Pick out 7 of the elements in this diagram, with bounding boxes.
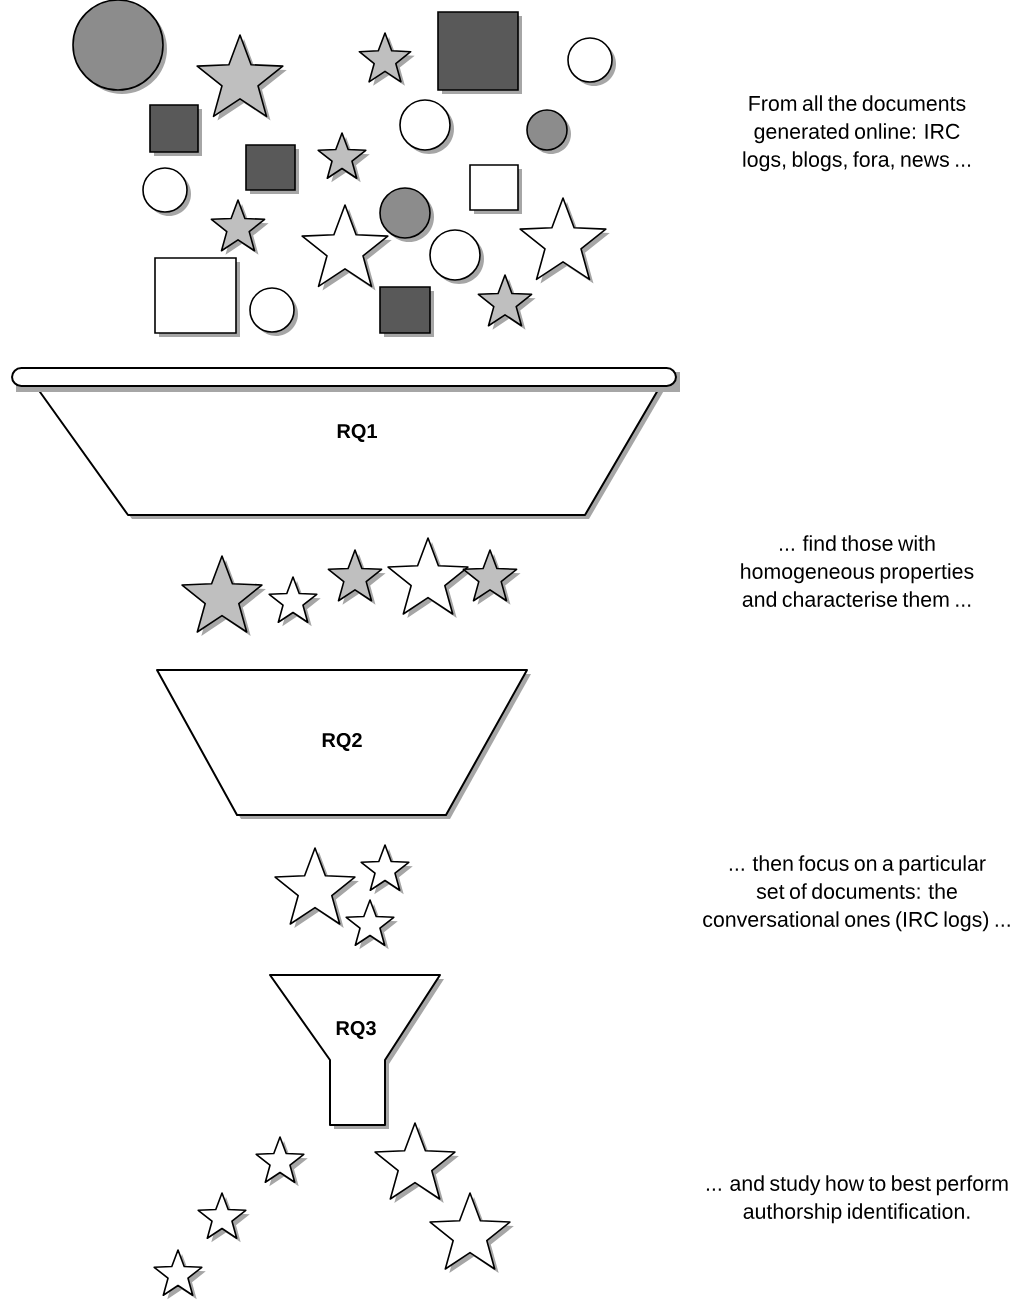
funnel: RQ3 [269,974,444,1129]
side-note: ... then focus on a particular set of documents: the conversational ones (IRC logs) ... [703,855,1010,932]
side-note: ... find those with homogeneous properties and characterise them ... [741,535,974,607]
side-note: From all the documents generated online: IRC logs, blogs, fora, news ... [743,95,971,172]
funnel: RQ1 [11,367,680,519]
side-note: ... and study how to best perform authorship identification. [706,1175,1008,1224]
funnel: RQ2 [156,669,531,819]
